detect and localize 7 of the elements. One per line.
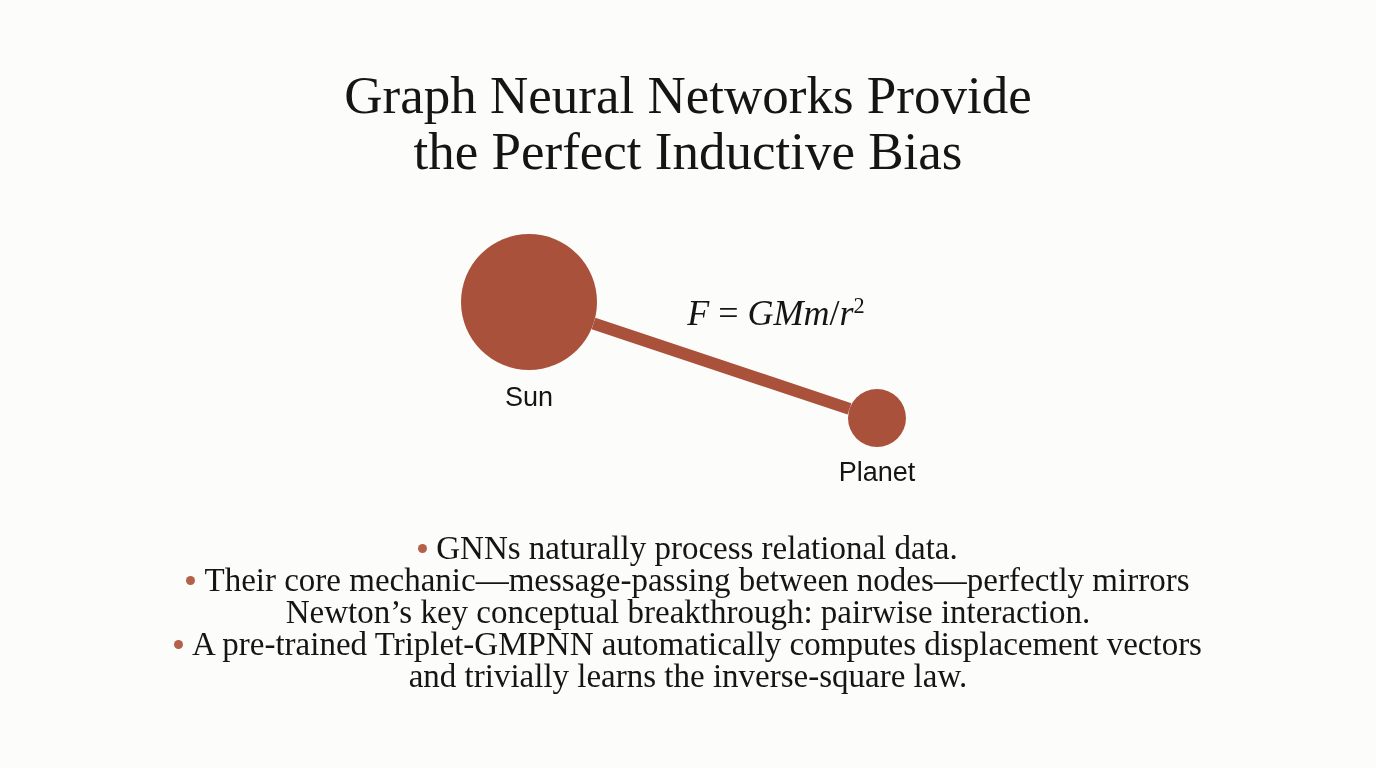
node-caption: Sun	[505, 381, 553, 413]
bullet-text: GNNs naturally process relational data.	[436, 530, 958, 566]
circle-node	[461, 234, 597, 370]
slide-title: Graph Neural Networks Provide the Perfect Inductive Bias	[343, 67, 1033, 179]
connector-line	[591, 317, 852, 415]
circle-node	[848, 389, 906, 447]
node-caption: Planet	[838, 456, 916, 488]
